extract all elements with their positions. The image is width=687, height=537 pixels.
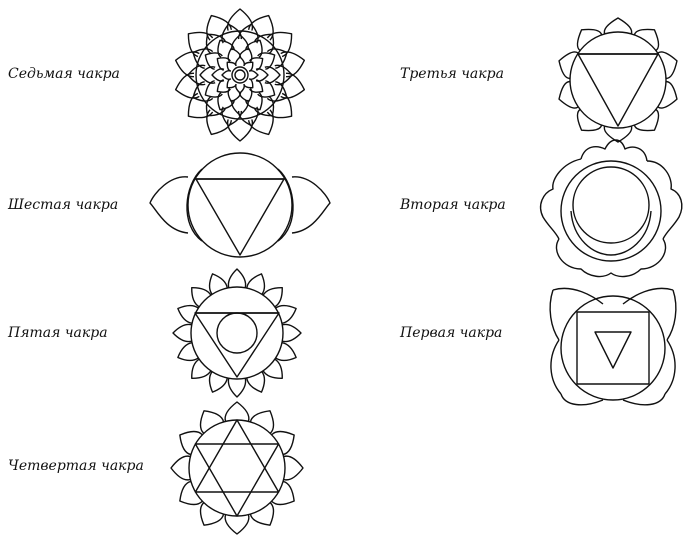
first-chakra-label: Первая чакра — [400, 325, 502, 341]
third-chakra-icon — [556, 18, 680, 142]
fifth-chakra-icon — [170, 266, 304, 400]
fifth-chakra-label: Пятая чакра — [8, 325, 108, 341]
seventh-chakra-label: Седьмая чакра — [8, 66, 120, 82]
first-chakra-icon — [540, 282, 686, 414]
fourth-chakra-label: Четвертая чакра — [8, 458, 144, 474]
second-chakra-icon — [536, 148, 686, 278]
fourth-chakra-icon — [170, 400, 304, 536]
second-chakra-label: Вторая чакра — [400, 197, 506, 213]
sixth-chakra-icon — [150, 150, 330, 260]
third-chakra-label: Третья чакра — [400, 66, 504, 82]
seventh-chakra-icon — [170, 5, 310, 145]
sixth-chakra-label: Шестая чакра — [8, 197, 118, 213]
